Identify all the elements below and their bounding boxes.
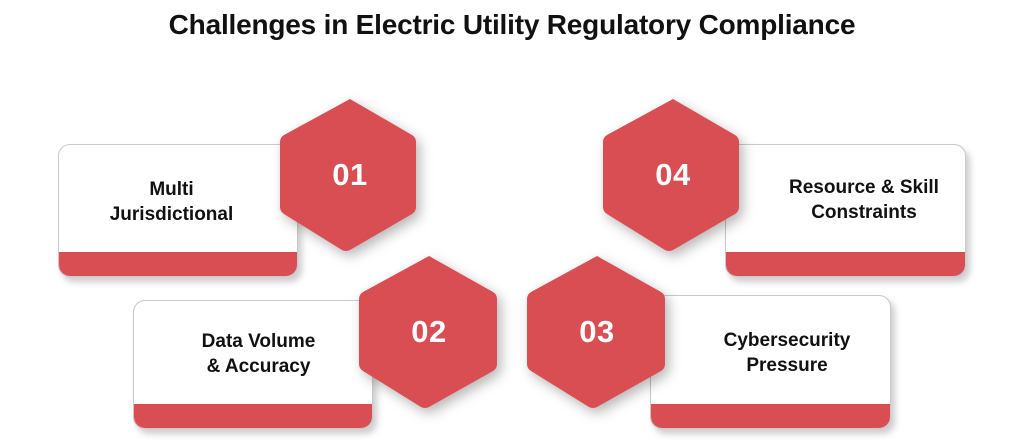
challenge-label-02: Data Volume & Accuracy [201, 331, 316, 377]
challenge-label-04: Resource & Skill Constraints [789, 177, 939, 223]
card-footer-bar-01 [59, 252, 297, 276]
challenge-card-03[interactable]: Cybersecurity Pressure [650, 295, 891, 429]
challenge-label-03: Cybersecurity Pressure [723, 330, 851, 376]
hexagon-badge-04[interactable]: 04 [603, 96, 742, 253]
challenge-card-04[interactable]: Resource & Skill Constraints [725, 144, 966, 277]
card-footer-bar-04 [726, 252, 965, 276]
challenge-card-01[interactable]: Multi Jurisdictional [58, 144, 298, 277]
challenge-card-02[interactable]: Data Volume & Accuracy [133, 300, 373, 429]
hexagon-badge-01[interactable]: 01 [280, 96, 419, 253]
card-footer-bar-03 [651, 404, 890, 428]
page-title: Challenges in Electric Utility Regulator… [168, 9, 856, 40]
challenge-label-01: Multi Jurisdictional [109, 179, 234, 225]
hexagon-badge-03[interactable]: 03 [526, 253, 668, 410]
card-footer-bar-02 [134, 404, 372, 428]
hexagon-badge-02[interactable]: 02 [358, 253, 500, 410]
